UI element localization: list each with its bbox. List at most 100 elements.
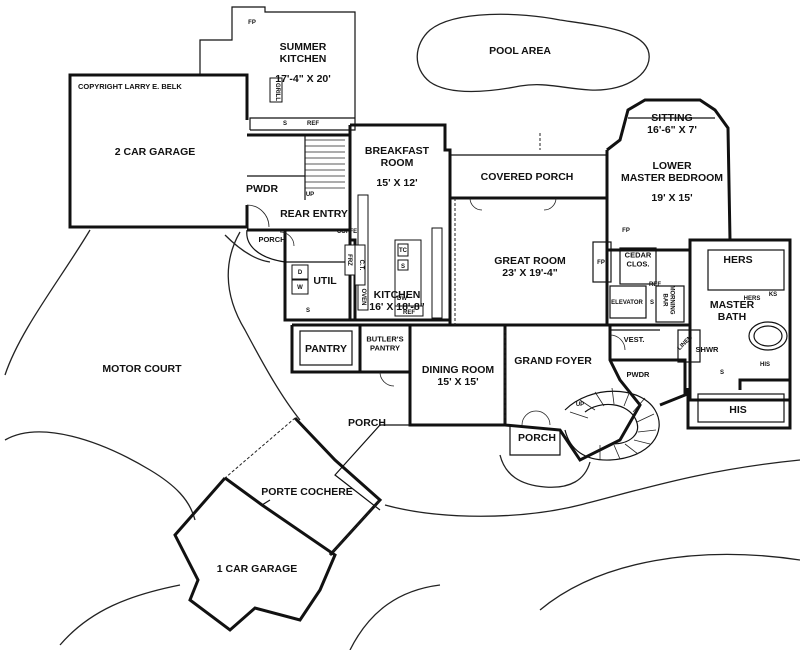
ct-box [354, 244, 366, 286]
door-front-2 [535, 410, 551, 426]
dryer-label: D [298, 270, 303, 276]
front-porch-walls [509, 425, 561, 456]
island-sink [397, 259, 409, 271]
vest-name: VEST. [624, 335, 645, 344]
covered-porch-walls [448, 150, 609, 200]
pantry-inner [299, 330, 353, 366]
s-util-label: S [306, 308, 310, 314]
door-porch-2 [543, 197, 557, 211]
site-lines [4, 13, 800, 650]
ct-label: C.T. [358, 260, 364, 271]
summer-kitchen-lower [249, 117, 355, 130]
grill-box [269, 77, 283, 103]
hers-closet-inner [707, 249, 785, 291]
kitchen-ref [394, 305, 424, 317]
shwr-name: SHWR [696, 345, 719, 354]
his-sink-label: HIS [760, 362, 770, 368]
pwdr-lower-name: PWDR [627, 370, 650, 379]
motor-court-curve-top [227, 231, 301, 421]
sitting-dims: 16'-6" X 7' [647, 124, 697, 136]
shower-box [677, 329, 701, 363]
porch-rear-arc [246, 229, 286, 263]
garage-1car-name: 1 CAR GARAGE [217, 563, 298, 575]
hers-name: HERS [723, 254, 752, 266]
cedar-closet-box [619, 247, 657, 285]
dryer-box [291, 264, 309, 280]
side-porch-walls [334, 405, 411, 511]
dining-room-name: DINING ROOM [422, 364, 495, 376]
rear-entry-name: REAR ENTRY [280, 208, 348, 220]
util-name: UTIL [313, 275, 337, 287]
garage-2car-name: 2 CAR GARAGE [115, 146, 196, 158]
walls [68, 6, 792, 632]
summer-kitchen-walls [199, 6, 356, 131]
pool-area-name: POOL AREA [489, 45, 551, 57]
bath-tub [748, 321, 788, 351]
fp-summer-label: FP [248, 20, 256, 26]
foyer-stair-outer [564, 390, 660, 461]
foyer-walls [504, 323, 642, 462]
ref-kitchen-label: REF [403, 310, 415, 316]
door-butler [379, 371, 395, 387]
elevator-box [609, 285, 647, 319]
pwdr-lower-walls [610, 358, 687, 407]
door-rear-entry [279, 231, 295, 247]
porch-side-name: PORCH [348, 417, 386, 429]
foyer-stair-inner [584, 403, 639, 445]
pantry-name: PANTRY [305, 343, 347, 355]
oven-label: OVEN [360, 288, 366, 305]
garage-1car-walls [173, 476, 337, 632]
his-closet-inner [697, 393, 785, 423]
dining-room-dims: 15' X 15' [437, 376, 478, 388]
front-lawn-curve [539, 553, 800, 611]
kitchen-dims: 16' X 18'-8" [369, 301, 425, 313]
elevator-name: ELEVATOR [611, 300, 643, 306]
entry-lawn-curve [499, 454, 591, 488]
door-vest [609, 334, 626, 351]
dw-label: DW [397, 296, 407, 302]
porch-front-name: PORCH [518, 432, 556, 444]
drive-curve-lower [59, 584, 181, 646]
his-walls [686, 388, 792, 430]
hers-sink-label: HERS [744, 296, 761, 302]
trash-compactor [397, 243, 409, 257]
s-kitchen-label: S [401, 264, 405, 270]
great-room-dims: 23' X 19'-4" [502, 267, 558, 279]
grill-label: GRILL [274, 83, 280, 101]
rear-stairs [305, 139, 345, 189]
kitchen-counter [431, 227, 443, 319]
motor-court-name: MOTOR COURT [102, 363, 182, 375]
morning-bar-name: MORNINGBAR [662, 286, 675, 315]
tc-label: TC [399, 248, 408, 254]
up-foyer-label: UP [576, 402, 584, 408]
grand-foyer-name: GRAND FOYER [514, 355, 592, 367]
morning-bar-box [655, 285, 685, 323]
front-walk-curve [384, 459, 800, 517]
porch-rear-name: PORCH [258, 235, 285, 244]
door-swings [246, 197, 626, 426]
sitting-name: SITTING [651, 112, 692, 124]
porte-cochere-dash-bottom [329, 499, 381, 556]
master-bedroom-dims: 19' X 15' [651, 192, 692, 204]
great-room-name: GREAT ROOM [494, 255, 566, 267]
pool-outline [416, 13, 650, 93]
washer-label: W [297, 285, 303, 291]
s-bar-label: S [650, 300, 654, 306]
s-summer-label: S [283, 121, 287, 127]
door-porch-1 [469, 197, 483, 211]
his-name: HIS [729, 404, 747, 416]
foyer-stair-treads [569, 387, 657, 460]
bottom-drive-curve [349, 584, 441, 650]
porte-cochere-name: PORTE COCHERE [261, 486, 353, 498]
fp-great-box [592, 241, 612, 283]
door-front-1 [521, 410, 537, 426]
covered-porch-name: COVERED PORCH [481, 171, 574, 183]
ref-summer-label: REF [307, 121, 319, 127]
